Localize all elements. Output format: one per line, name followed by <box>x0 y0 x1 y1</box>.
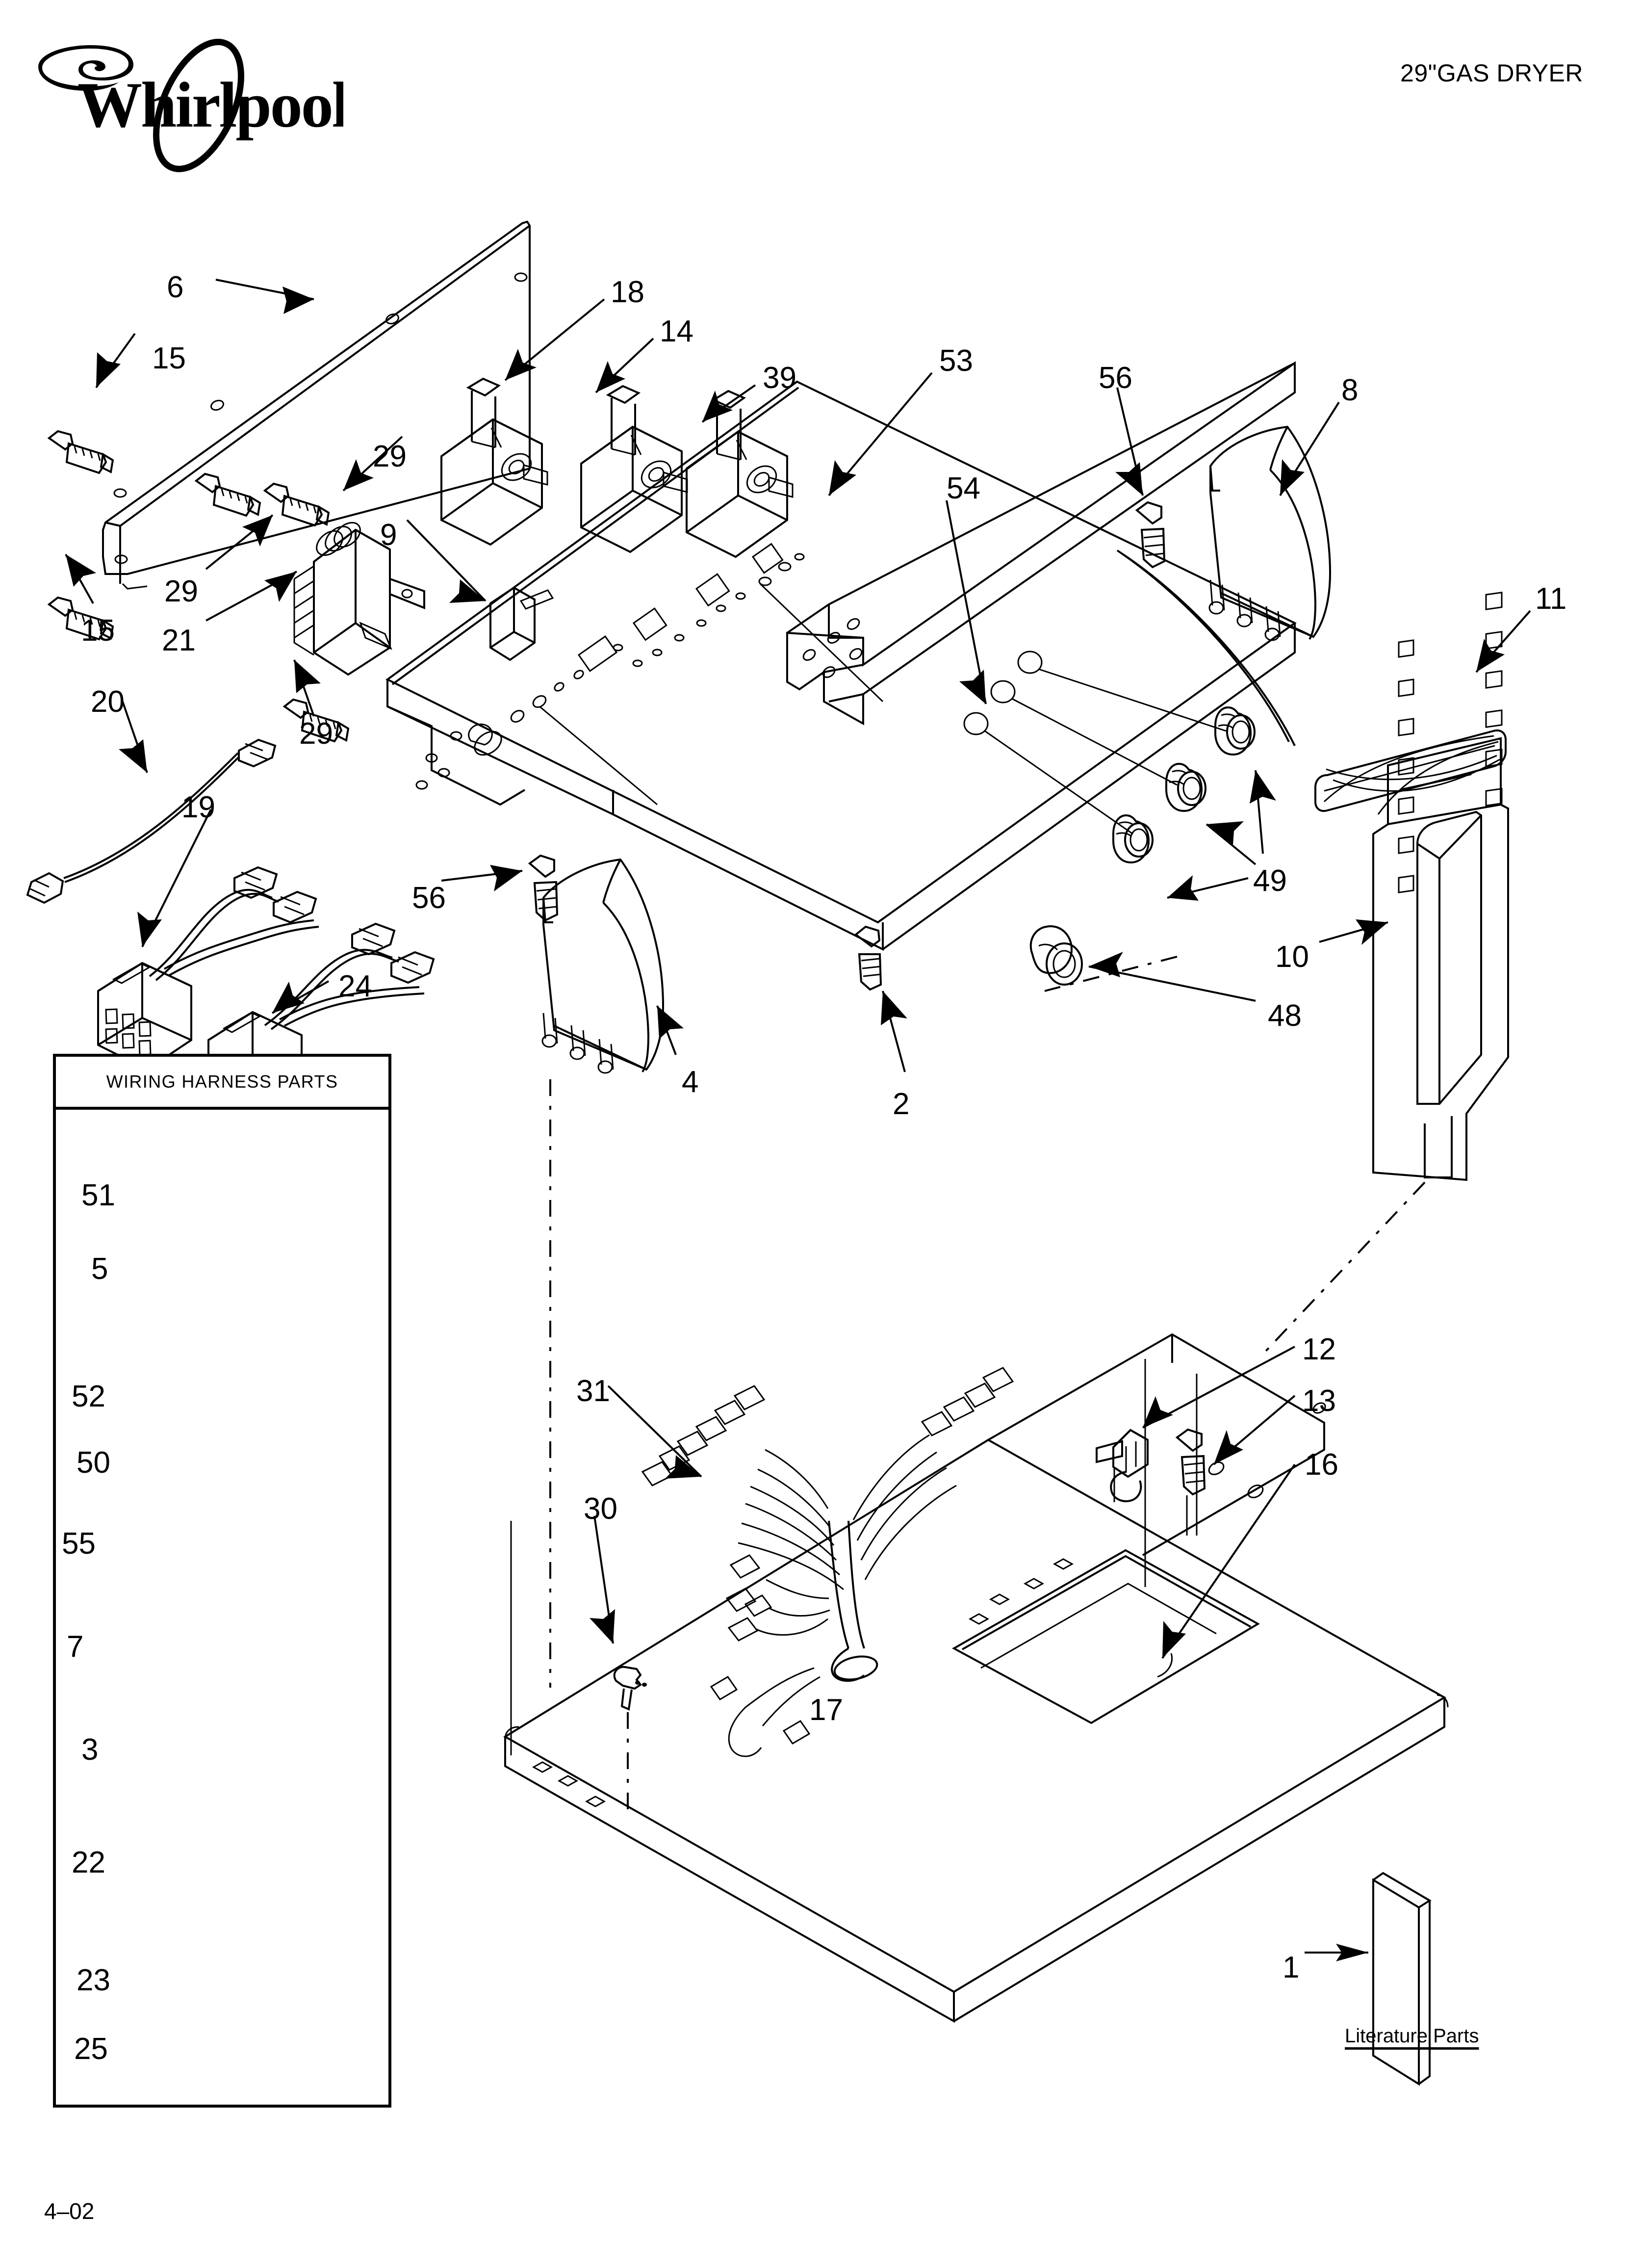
harness-item-number-six-cavity-connector-block: 51 <box>81 1178 115 1212</box>
callout-console-mounting-bracket: 53 <box>939 344 973 378</box>
part-rotary-switch-18 <box>440 377 548 546</box>
part-control-knob-49a <box>1112 814 1154 864</box>
callout-console-end-cap-right: 8 <box>1341 373 1359 407</box>
callout-screw-console-rear-lower: 15 <box>81 614 115 648</box>
callout-screw-lower-left: 29 <box>299 717 333 751</box>
harness-item-number-stepped-connector-block: 25 <box>74 2032 108 2066</box>
wiring-harness-parts-box: WIRING HARNESS PARTS 51 5 52 50 55 7 3 22 23 25 <box>53 1054 391 2108</box>
callout-screw-mid-left: 29 <box>164 574 198 608</box>
part-lint-screen-11 <box>1314 730 1507 815</box>
page-footer-code: 4–02 <box>44 2198 95 2224</box>
harness-item-number-three-hole-connector: 55 <box>62 1527 96 1561</box>
part-screw-56-left <box>528 854 559 922</box>
part-screw-13 <box>1175 1428 1206 1536</box>
callout-screw-strain-relief: 13 <box>1302 1384 1336 1418</box>
part-literature-1 <box>1372 1872 1432 2086</box>
callout-thermostat-switch: 21 <box>162 624 196 657</box>
literature-parts-label: Literature Parts <box>1345 2025 1479 2047</box>
callout-lint-screen-housing: 10 <box>1275 940 1309 974</box>
part-wire-harness-19 <box>97 866 319 1071</box>
callout-two-lead-harness-right: 24 <box>338 969 372 1003</box>
part-screw-29b <box>194 472 261 517</box>
callout-two-lead-harness-left: 19 <box>181 790 215 824</box>
callout-control-knob: 49 <box>1253 864 1287 898</box>
callout-screw-upper-left: 29 <box>373 440 407 473</box>
part-strain-relief-12 <box>1096 1429 1149 1502</box>
callout-main-wire-harness: 31 <box>576 1374 610 1408</box>
part-harness-grommet-17 <box>833 1655 878 1681</box>
callout-dryer-top-panel: 16 <box>1305 1448 1338 1482</box>
callout-use-and-care-guide: 1 <box>1283 1951 1300 1984</box>
part-console-end-cap-4 <box>541 858 665 1688</box>
knob-shaft-lines <box>963 651 1227 835</box>
part-console-end-cap-8 <box>1208 425 1332 641</box>
part-screw-2 <box>854 925 882 991</box>
part-wire-clip-30 <box>613 1666 647 1810</box>
callout-single-wire-harness: 20 <box>91 685 125 719</box>
callout-terminal-block: 9 <box>380 518 397 552</box>
part-control-knob-49b <box>1165 762 1206 812</box>
page-title: 29"GAS DRYER <box>1400 59 1583 87</box>
callout-harness-grommet: 17 <box>809 1693 843 1727</box>
callout-console-panel-assembly: 54 <box>947 471 980 505</box>
part-terminal-block-9 <box>489 586 554 661</box>
callout-screw-console-rear-upper: 15 <box>152 341 186 375</box>
part-wire-harness-20 <box>26 738 277 904</box>
harness-item-number-wide-ribbon-connector: 7 <box>67 1630 84 1664</box>
callout-wire-clip: 30 <box>584 1492 617 1526</box>
callout-console-end-cap-left: 4 <box>682 1065 699 1099</box>
whirlpool-logo: Whirlpool <box>29 20 351 182</box>
wiring-harness-box-title: WIRING HARNESS PARTS <box>106 1071 338 1092</box>
callout-lint-screen: 11 <box>1535 582 1567 616</box>
wiring-harness-box-header: WIRING HARNESS PARTS <box>56 1057 388 1110</box>
part-rotary-switch-14 <box>580 385 688 553</box>
part-thermostat-21 <box>293 521 425 676</box>
callout-power-cord-strain-relief: 12 <box>1302 1332 1336 1366</box>
callout-rotary-switch-right: 39 <box>763 361 796 395</box>
harness-item-number-multi-slot-connector-housing: 5 <box>91 1252 108 1286</box>
callout-screw-console-bottom: 2 <box>893 1087 910 1121</box>
callout-rotary-switch-center: 14 <box>660 314 693 348</box>
callout-screw-endcap-left: 56 <box>412 881 446 915</box>
callout-push-to-start-knob: 48 <box>1268 999 1302 1033</box>
callout-rotary-switch-left: 18 <box>611 275 644 309</box>
svg-text:Whirlpool: Whirlpool <box>77 69 343 141</box>
part-screw-56-right <box>1135 501 1166 569</box>
part-screw-29a <box>263 482 330 527</box>
harness-item-number-two-cavity-connector: 50 <box>77 1446 110 1480</box>
harness-item-number-four-cavity-connector: 23 <box>77 1963 110 1997</box>
callout-screw-endcap-right: 56 <box>1099 361 1132 395</box>
part-console-panel-54 <box>385 380 1297 951</box>
harness-item-number-tab-connector-housing: 22 <box>72 1846 105 1879</box>
part-console-bracket-53 <box>786 361 1296 726</box>
part-dryer-top-panel-16 <box>503 1333 1449 2023</box>
part-screw-15a <box>47 430 114 474</box>
part-control-knob-49c <box>1214 706 1256 756</box>
harness-item-number-wire-retainer-clip: 3 <box>81 1733 99 1767</box>
harness-item-number-crimp-terminal: 52 <box>72 1380 105 1413</box>
part-push-to-start-knob-48 <box>1029 925 1083 986</box>
callout-console-rear-panel: 6 <box>167 270 184 304</box>
part-rotary-switch-39 <box>686 390 794 558</box>
